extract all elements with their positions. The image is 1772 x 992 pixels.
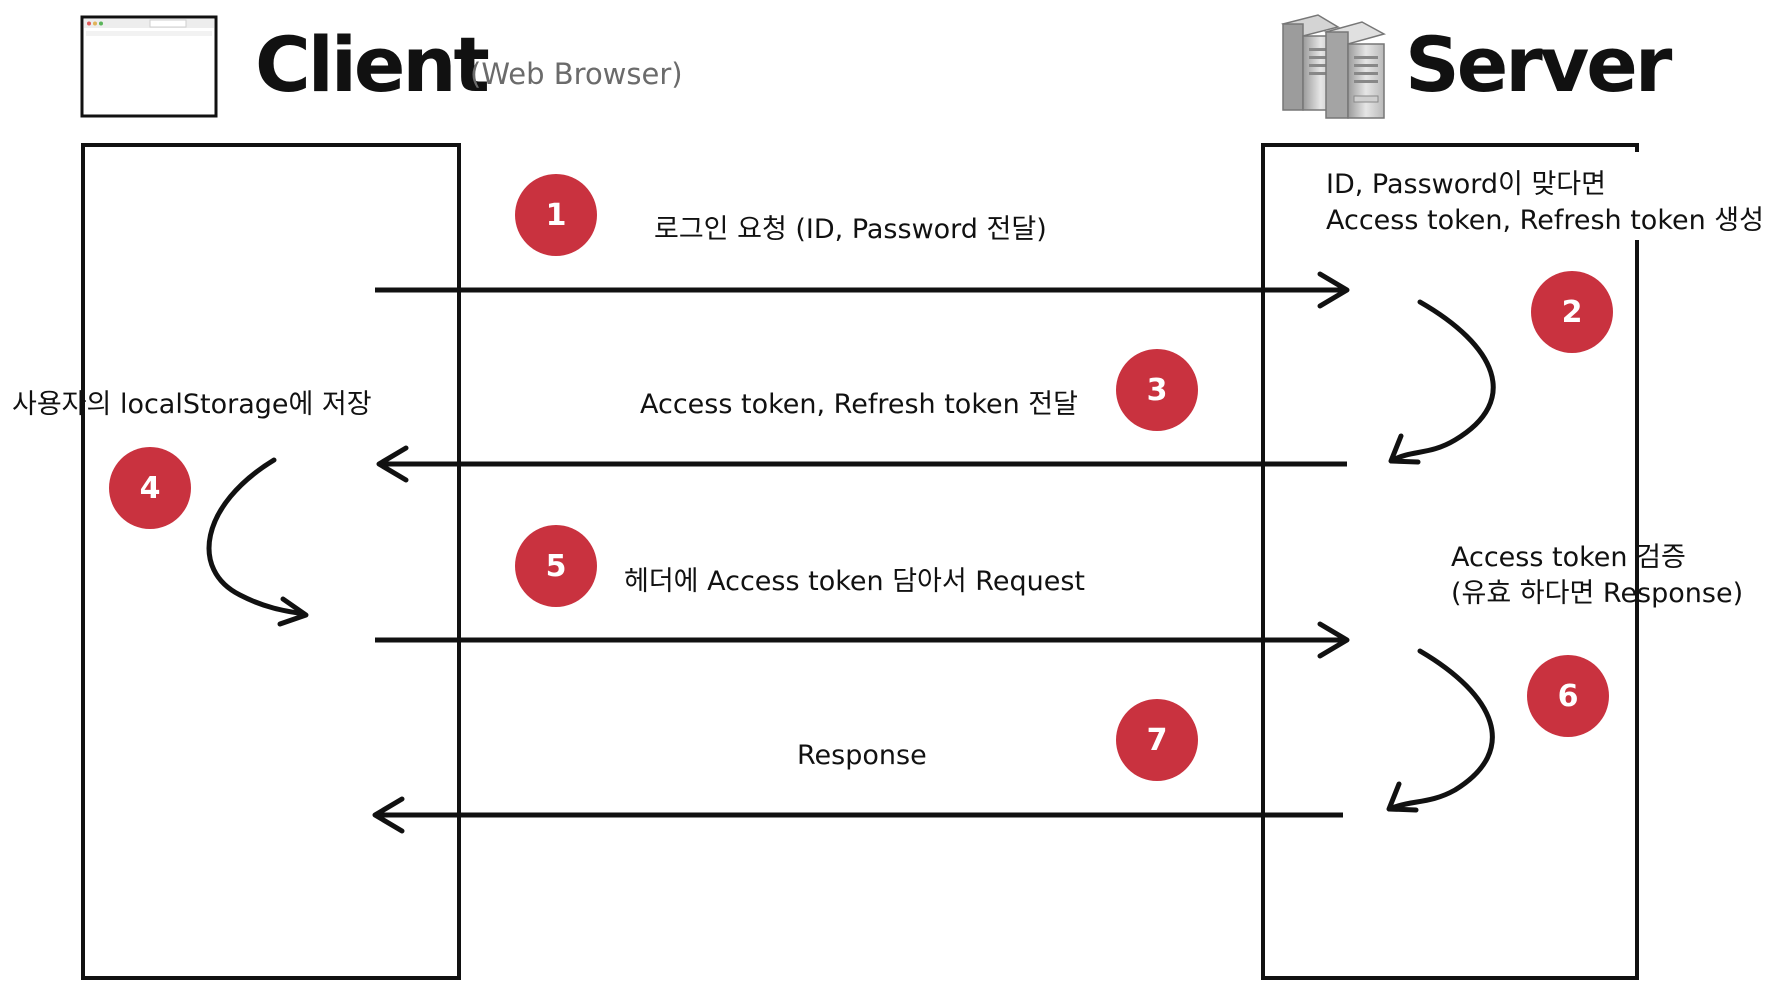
curve-arrow-server-verify — [1386, 648, 1495, 813]
client-title: Client — [255, 20, 490, 109]
browser-window-icon — [80, 15, 218, 118]
step-4-label: 사용자의 localStorage에 저장 — [12, 389, 372, 420]
curve-arrow-client-store — [206, 457, 309, 627]
step-6-label-line-1: Access token 검증 — [1451, 542, 1686, 573]
step-6-badge: 6 — [1527, 655, 1609, 737]
step-2-badge: 2 — [1531, 271, 1613, 353]
step-3-label: Access token, Refresh token 전달 — [640, 389, 1078, 420]
step-1-badge: 1 — [515, 174, 597, 256]
arrow-header-request — [375, 621, 1350, 659]
step-2-label-line-1: ID, Password이 맞다면 — [1326, 169, 1606, 200]
client-subtitle: (Web Browser) — [470, 57, 683, 91]
arrow-login-request — [375, 271, 1350, 309]
step-7-label: Response — [797, 740, 927, 771]
curve-arrow-server-generate — [1388, 299, 1496, 465]
step-5-label: 헤더에 Access token 담아서 Request — [624, 566, 1085, 597]
step-7-badge: 7 — [1116, 699, 1198, 781]
arrow-response — [372, 796, 1343, 834]
server-icon — [1281, 14, 1386, 119]
step-4-badge: 4 — [109, 447, 191, 529]
step-1-label: 로그인 요청 (ID, Password 전달) — [654, 214, 1047, 245]
arrow-token-delivery — [376, 445, 1347, 483]
server-box — [1261, 143, 1639, 980]
server-title: Server — [1405, 20, 1672, 109]
step-3-badge: 3 — [1116, 349, 1198, 431]
client-box — [81, 143, 461, 980]
step-2-label: ID, Password이 맞다면 Access token, Refresh … — [1326, 167, 1764, 238]
step-5-badge: 5 — [515, 525, 597, 607]
step-6-label-line-2: (유효 하다면 Response) — [1451, 577, 1744, 609]
step-6-label: Access token 검증 (유효 하다면 Response) — [1451, 540, 1743, 611]
step-2-label-line-2: Access token, Refresh token 생성 — [1326, 204, 1764, 236]
